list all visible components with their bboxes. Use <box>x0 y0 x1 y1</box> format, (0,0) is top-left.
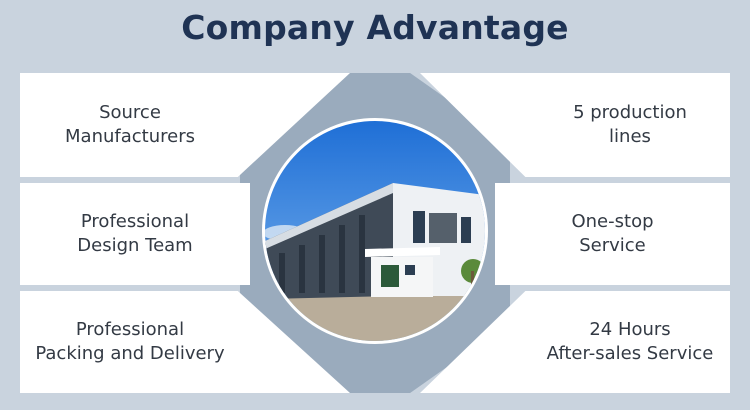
advantage-label: Source Manufacturers <box>65 102 195 147</box>
advantage-label: One-stop Service <box>571 211 654 256</box>
advantage-label: Professional Design Team <box>77 211 193 256</box>
advantage-label: 24 Hours After-sales Service <box>546 319 714 364</box>
advantage-professional-design-team: Professional Design Team <box>20 183 250 285</box>
advantage-label: Professional Packing and Delivery <box>35 319 225 364</box>
factory-illustration <box>265 121 485 341</box>
factory-photo <box>265 121 485 341</box>
advantage-one-stop-service: One-stop Service <box>495 183 730 285</box>
advantage-label: 5 production lines <box>573 102 687 147</box>
page-title: Company Advantage <box>181 8 569 47</box>
